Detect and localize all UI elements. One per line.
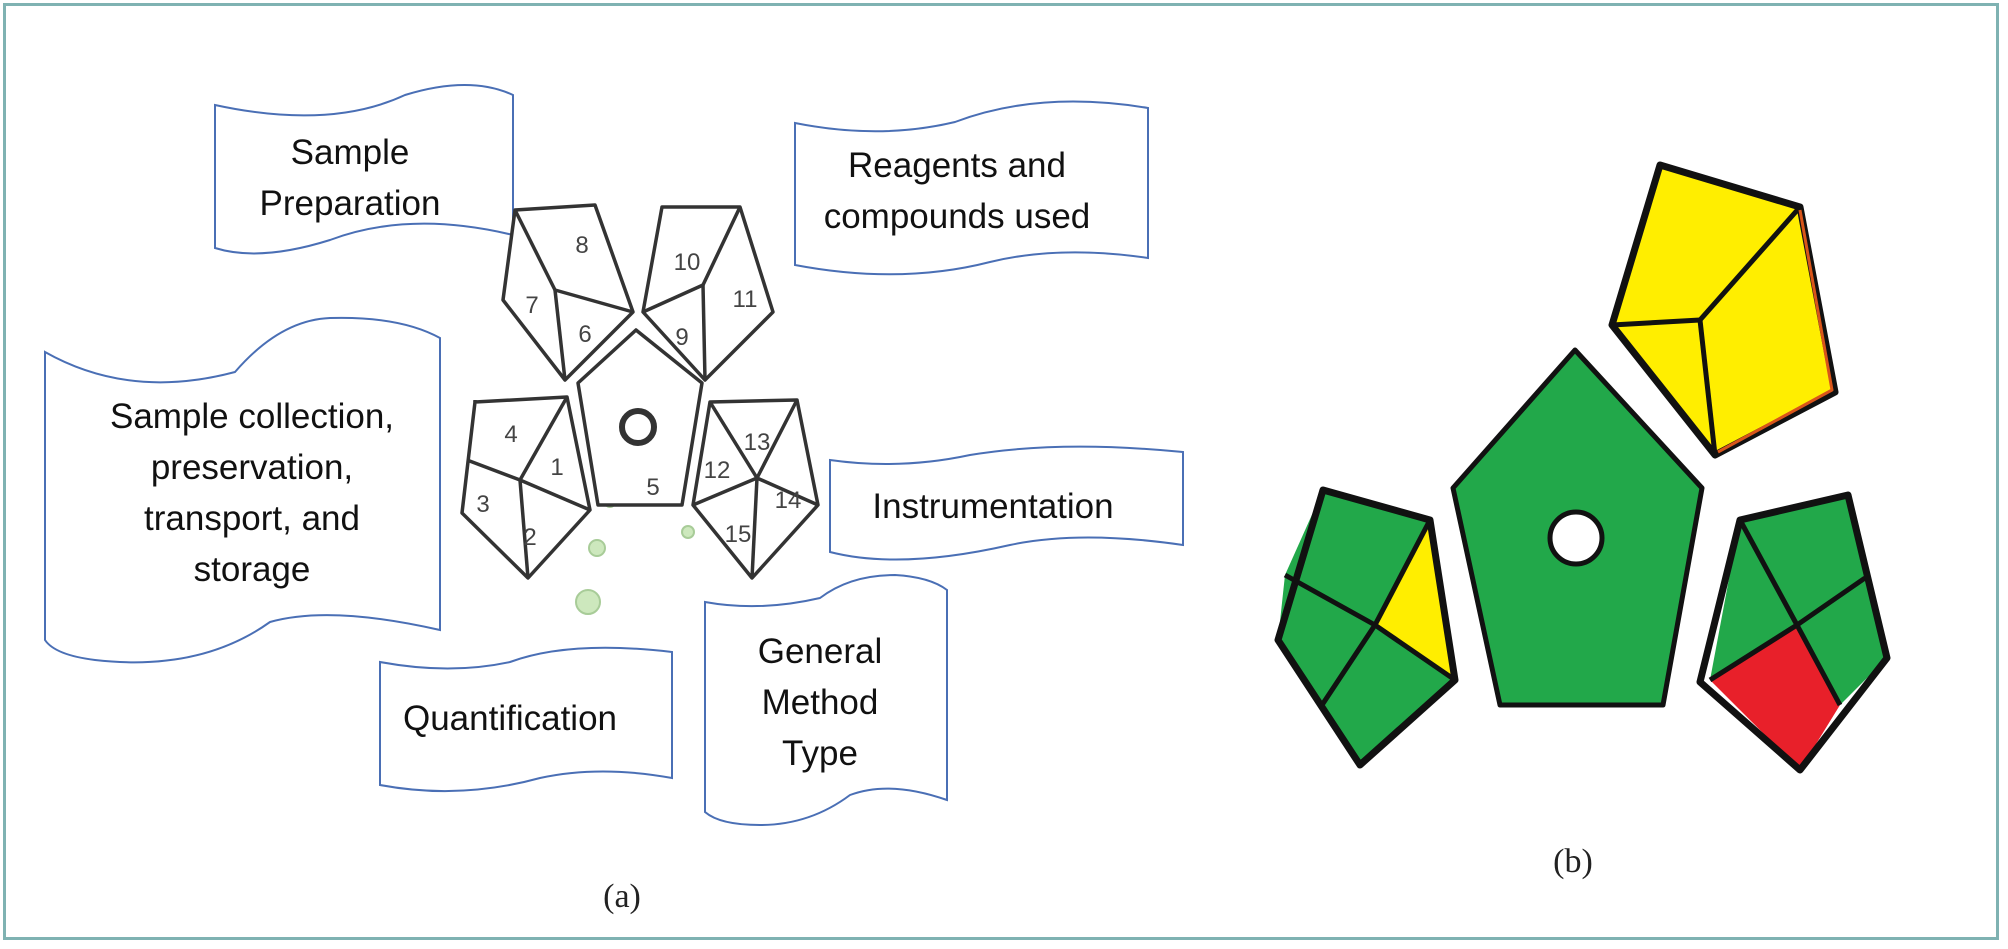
center-ring xyxy=(1547,509,1605,567)
pictogram-outline xyxy=(460,203,820,580)
lower-right-pentagon xyxy=(691,398,820,580)
segment-number-10: 10 xyxy=(674,249,701,276)
callout-sample-collection: Sample collection,preservation,transport… xyxy=(44,316,441,664)
segment-number-14: 14 xyxy=(775,487,802,514)
segment-number-6: 6 xyxy=(578,321,591,348)
segment-number-9: 9 xyxy=(675,324,688,351)
caption-a: (a) xyxy=(603,878,641,915)
upper-left-pentagon xyxy=(501,203,635,382)
segment-number-13: 13 xyxy=(744,429,771,456)
segment-number-5: 5 xyxy=(646,474,659,501)
upper-right-pentagon xyxy=(641,205,775,382)
segment-number-4: 4 xyxy=(504,421,517,448)
segment-number-15: 15 xyxy=(725,521,752,548)
callout-instrumentation: Instrumentation xyxy=(829,445,1184,561)
callout-line: Instrumentation xyxy=(872,487,1113,526)
field-8 xyxy=(1612,165,1800,345)
segment-numbers: 1 2 3 4 5 6 7 8 9 10 11 12 13 14 15 xyxy=(476,232,801,551)
lower-left-pentagon xyxy=(460,395,592,580)
callout-quantification: Quantification xyxy=(379,646,673,793)
segment-number-3: 3 xyxy=(476,491,489,518)
segment-number-12: 12 xyxy=(704,457,731,484)
callout-line: Quantification xyxy=(403,699,617,738)
field-12 xyxy=(1710,520,1797,680)
central-pentagon xyxy=(576,328,704,507)
field-6 xyxy=(1700,207,1835,455)
segment-number-11: 11 xyxy=(733,286,758,313)
colored-lower-left-pentagon xyxy=(1274,486,1459,769)
colored-upper-pentagon xyxy=(1608,161,1839,459)
callout-line: Sample collection,preservation,transport… xyxy=(110,397,394,589)
colored-lower-right-pentagon xyxy=(1696,491,1891,774)
field-13 xyxy=(1740,495,1865,625)
field-4 xyxy=(1285,490,1430,625)
caption-b: (b) xyxy=(1553,843,1593,880)
segment-number-2: 2 xyxy=(523,524,536,551)
segment-number-1: 1 xyxy=(550,454,563,481)
panel-b: (b) xyxy=(1274,161,1891,880)
segment-number-7: 7 xyxy=(525,292,538,319)
segment-number-8: 8 xyxy=(575,232,588,259)
colored-central-pentagon xyxy=(1450,347,1705,708)
decorative-bubbles xyxy=(575,496,695,615)
